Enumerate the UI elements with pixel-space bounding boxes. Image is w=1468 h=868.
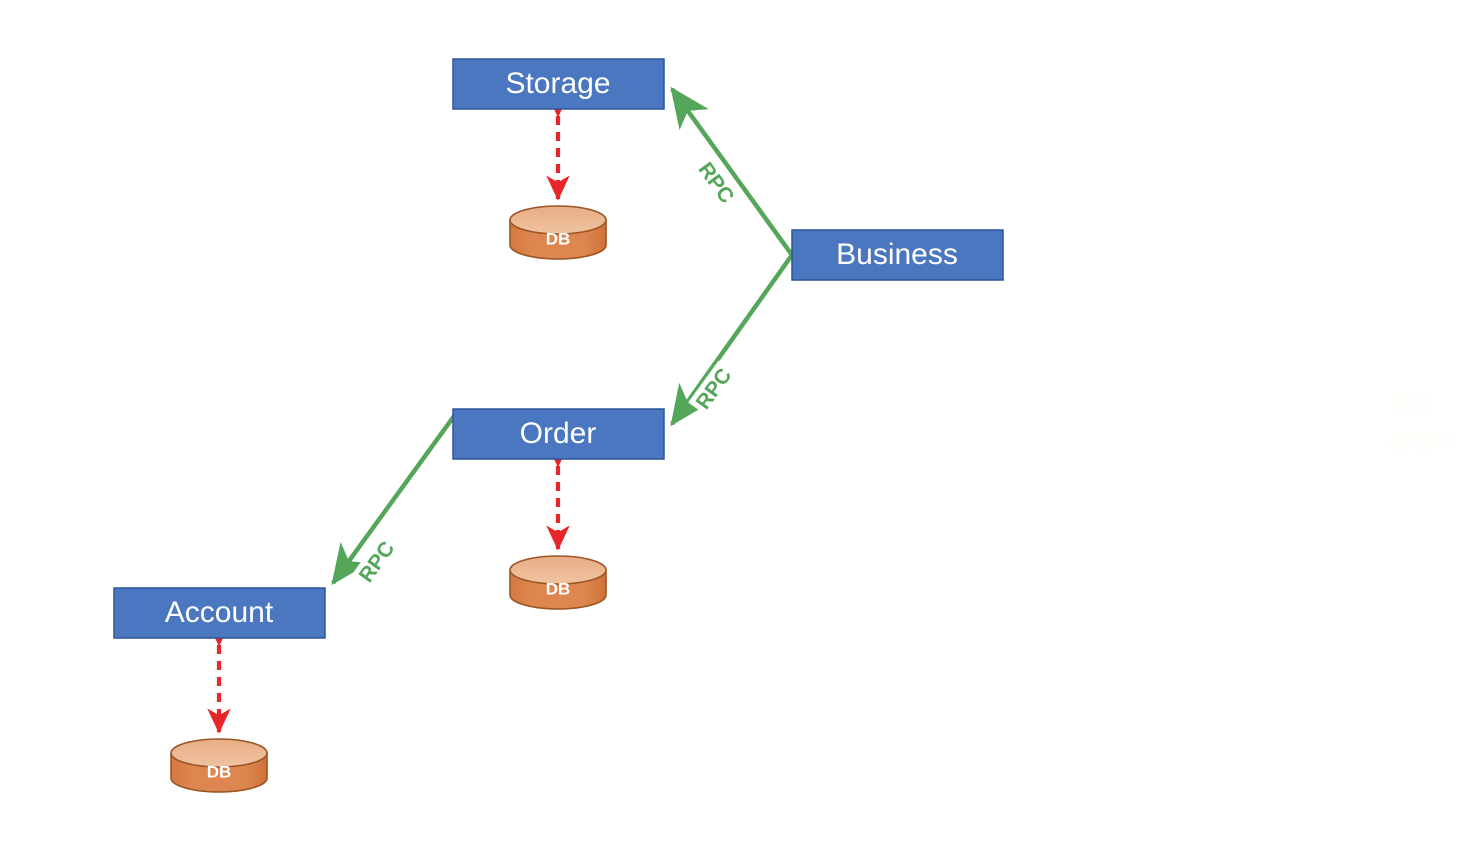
service-node-order[interactable]: Order bbox=[452, 408, 665, 460]
service-label-order: Order bbox=[520, 417, 597, 450]
watermark-bottom-text: @用户 bbox=[1388, 429, 1454, 454]
service-node-storage[interactable]: Storage bbox=[452, 58, 665, 110]
service-node-business[interactable]: Business bbox=[791, 229, 1004, 281]
db-label-order: DB bbox=[546, 579, 571, 598]
service-box-order bbox=[452, 408, 665, 460]
service-box-business bbox=[791, 229, 1004, 281]
service-label-business: Business bbox=[836, 238, 958, 271]
rpc-link-business-to-storage[interactable]: RPC bbox=[670, 86, 794, 257]
db-label-account: DB bbox=[207, 762, 232, 781]
rpc-label-backdrop-order bbox=[688, 360, 740, 418]
db-label-storage: DB bbox=[546, 229, 571, 248]
watermark-top-text: 知乎 bbox=[1392, 390, 1436, 415]
rpc-link-business-to-order[interactable]: RPC bbox=[670, 253, 794, 427]
service-box-storage bbox=[452, 58, 665, 110]
db-cylinder-top-storage bbox=[509, 205, 607, 235]
rpc-line-business-storage bbox=[670, 86, 794, 257]
db-cylinder-top-account bbox=[170, 738, 268, 768]
rpc-link-order-to-account[interactable]: RPC bbox=[331, 410, 459, 591]
service-label-account: Account bbox=[165, 596, 274, 629]
database-account-db[interactable]: DB bbox=[170, 738, 268, 793]
service-label-storage: Storage bbox=[505, 67, 610, 100]
rpc-line-business-order bbox=[670, 253, 794, 427]
database-order-db[interactable]: DB bbox=[509, 555, 607, 610]
db-cylinder-top-order bbox=[509, 555, 607, 585]
rpc-line-order-account bbox=[331, 410, 459, 586]
rpc-label-backdrop-storage bbox=[690, 154, 742, 212]
service-box-account bbox=[113, 587, 326, 639]
service-node-account[interactable]: Account bbox=[113, 587, 326, 639]
rpc-label-backdrop-account bbox=[351, 533, 403, 591]
database-storage-db[interactable]: DB bbox=[509, 205, 607, 260]
